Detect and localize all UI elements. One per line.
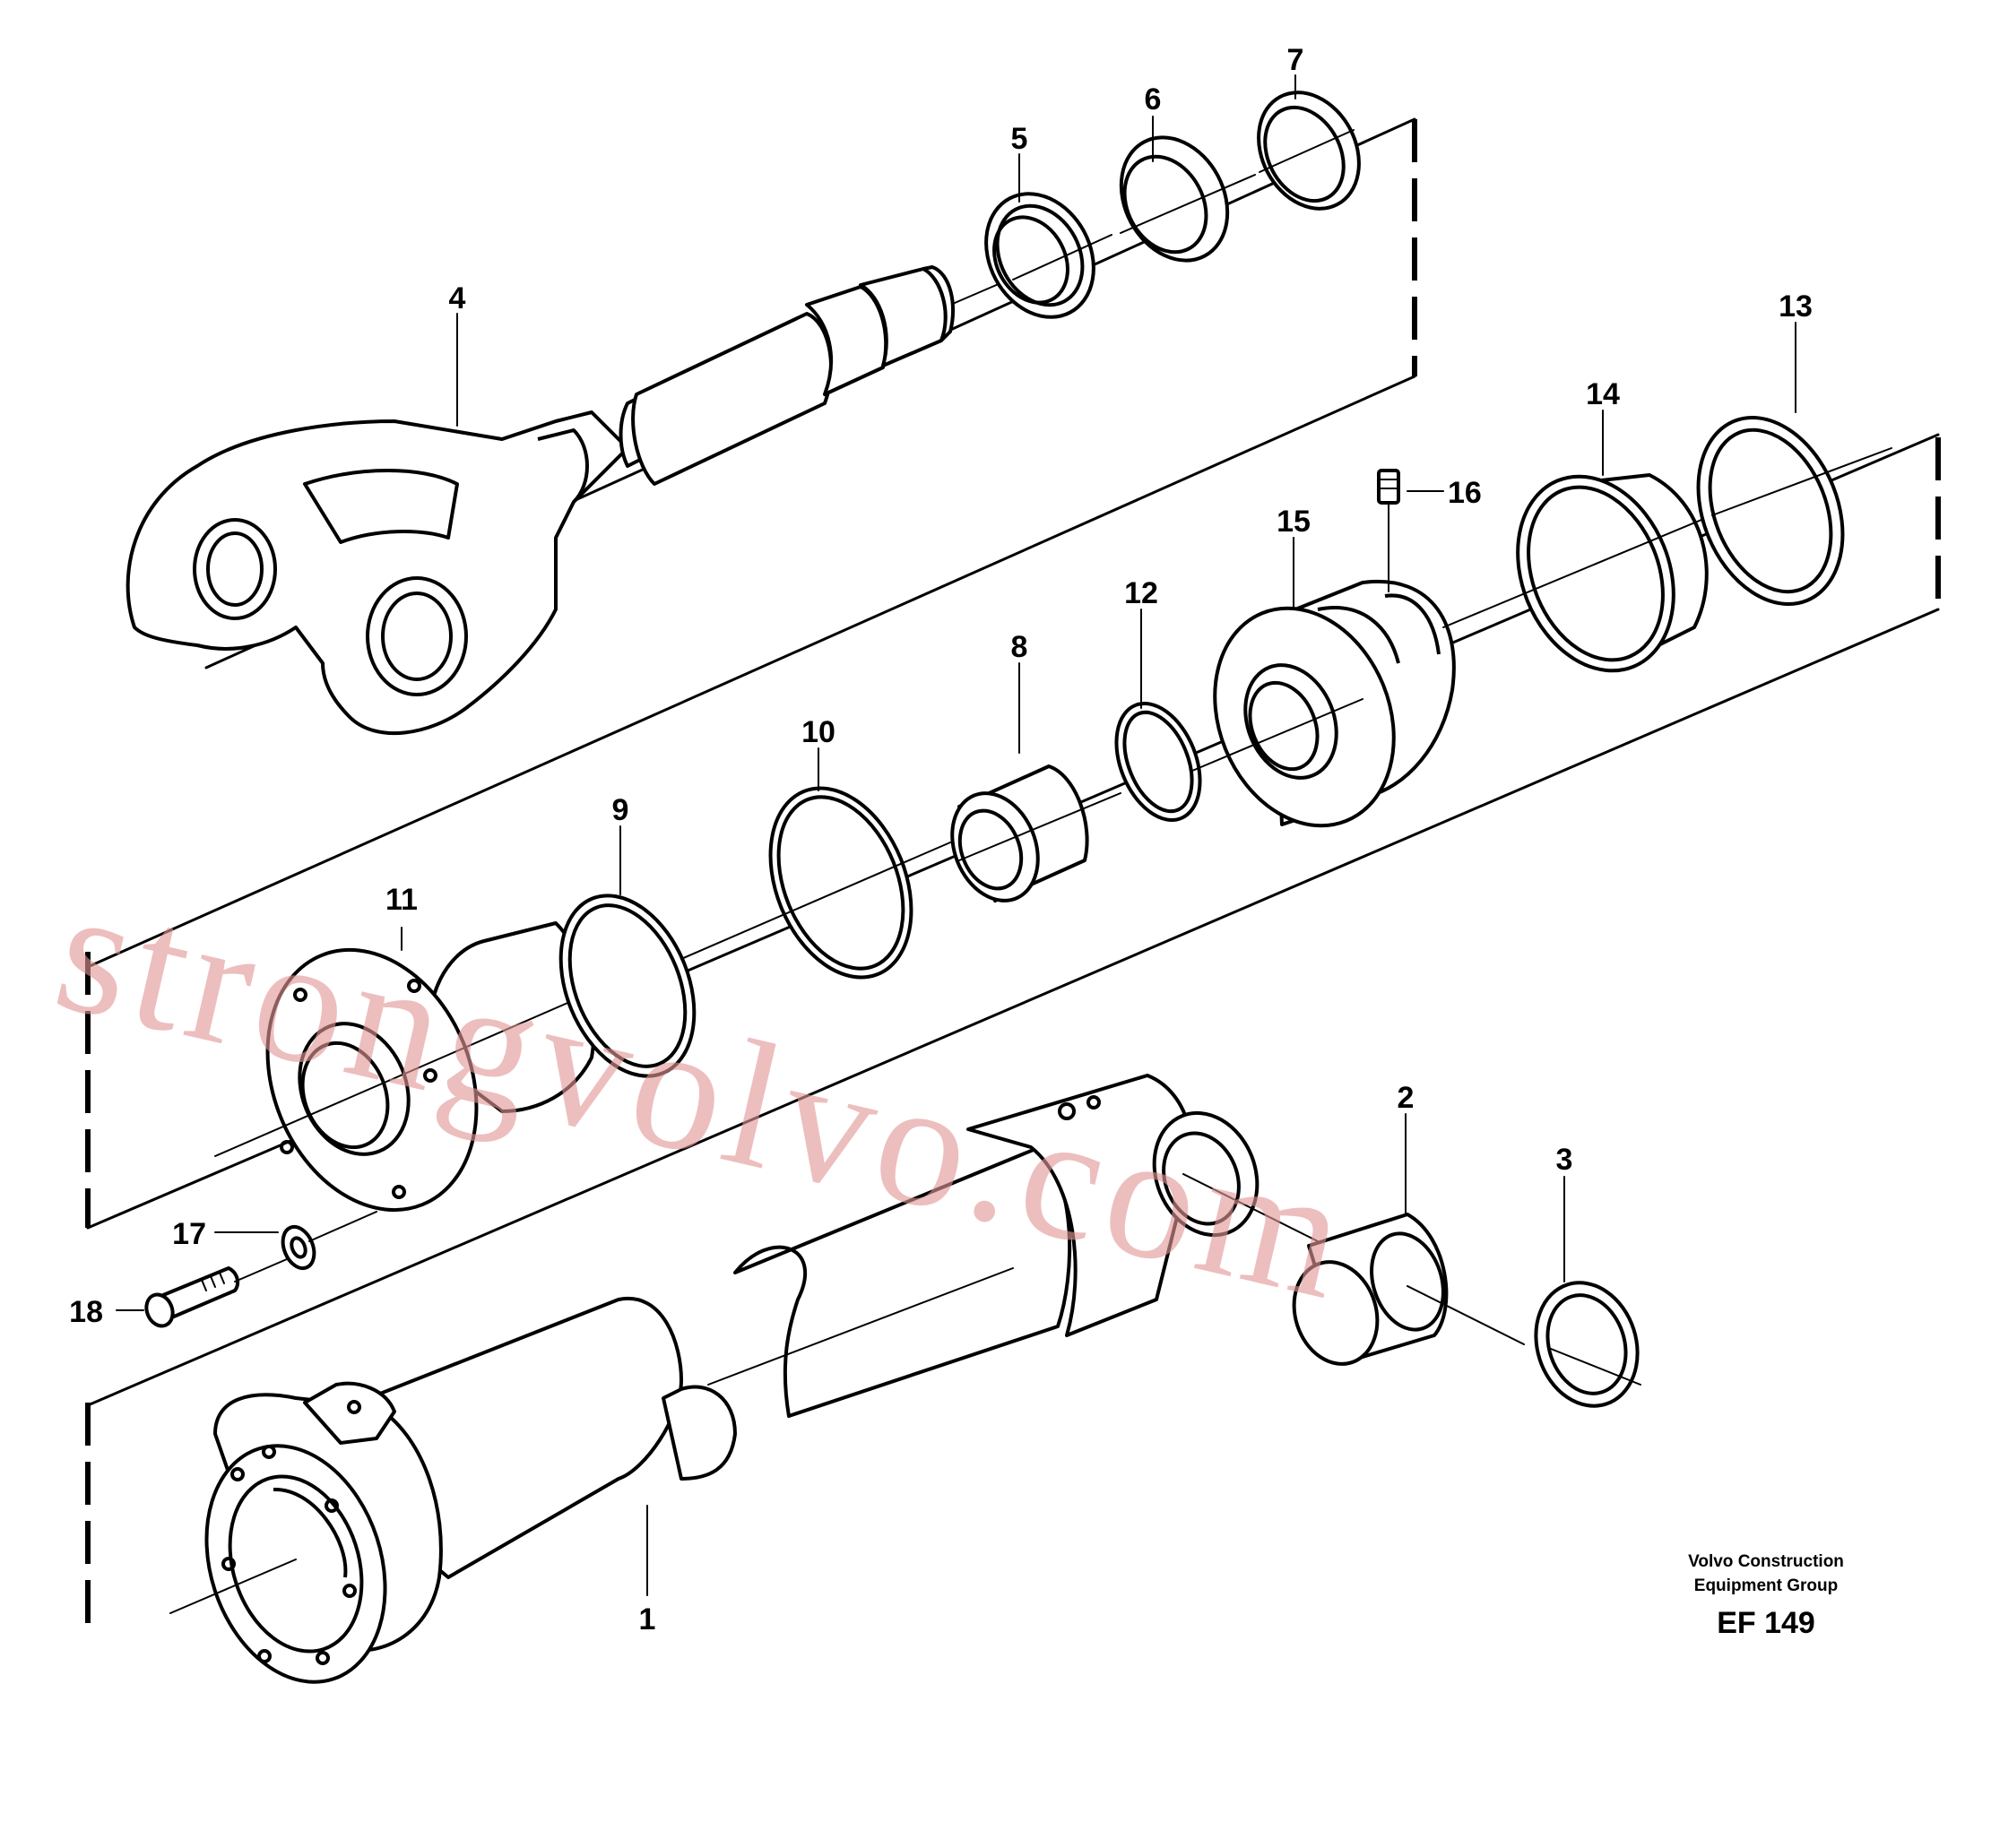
leader-lines (401, 74, 1796, 1596)
label-part-5: 5 (1011, 122, 1028, 156)
part-9-o-ring (558, 894, 697, 1078)
label-part-7: 7 (1287, 43, 1304, 77)
part-7-wiper-ring (1257, 91, 1361, 211)
label-part-3: 3 (1556, 1143, 1573, 1177)
part-2-bushing (1292, 1213, 1525, 1366)
piston-rod-eye-part (126, 265, 1014, 736)
part-3-seal-ring (1534, 1281, 1641, 1408)
part-13-seal (1696, 415, 1892, 607)
part-labels: 4 5 6 7 13 14 16 15 12 8 10 9 11 2 3 17 … (69, 43, 1813, 1636)
label-part-1: 1 (639, 1602, 656, 1636)
part-5-seal-ring (984, 192, 1112, 319)
label-part-16: 16 (1448, 476, 1482, 510)
label-part-17: 17 (172, 1217, 206, 1251)
caption-line-1: Volvo Construction (1688, 1552, 1844, 1571)
part-15-piston (1191, 579, 1456, 828)
label-part-4: 4 (449, 281, 466, 315)
part-11-cylinder-head (214, 921, 628, 1213)
label-part-6: 6 (1145, 82, 1162, 117)
figure-code: EF 149 (1717, 1606, 1815, 1640)
label-part-11: 11 (385, 883, 418, 917)
part-17-washer (214, 1211, 377, 1271)
label-part-8: 8 (1011, 630, 1028, 664)
label-part-9: 9 (612, 793, 629, 827)
label-part-10: 10 (801, 715, 835, 749)
part-10-backup-ring (680, 786, 951, 980)
part-14-guide-ring (1442, 473, 1713, 673)
label-part-15: 15 (1277, 505, 1311, 539)
part-6-bushing (1119, 135, 1256, 263)
part-8-spacer (950, 764, 1121, 902)
label-part-2: 2 (1398, 1081, 1415, 1115)
label-part-12: 12 (1124, 576, 1158, 610)
caption-line-2: Equipment Group (1694, 1576, 1838, 1595)
label-part-13: 13 (1779, 289, 1813, 324)
caption: Volvo Construction Equipment Group EF 14… (1688, 1552, 1844, 1640)
label-part-14: 14 (1586, 377, 1620, 411)
part-16-set-screw (1377, 469, 1444, 592)
label-part-18: 18 (69, 1295, 103, 1329)
part-18-cap-screw (116, 1258, 288, 1328)
part-12-o-ring (1114, 702, 1202, 822)
part-1-cylinder-tube (169, 1074, 1319, 1684)
